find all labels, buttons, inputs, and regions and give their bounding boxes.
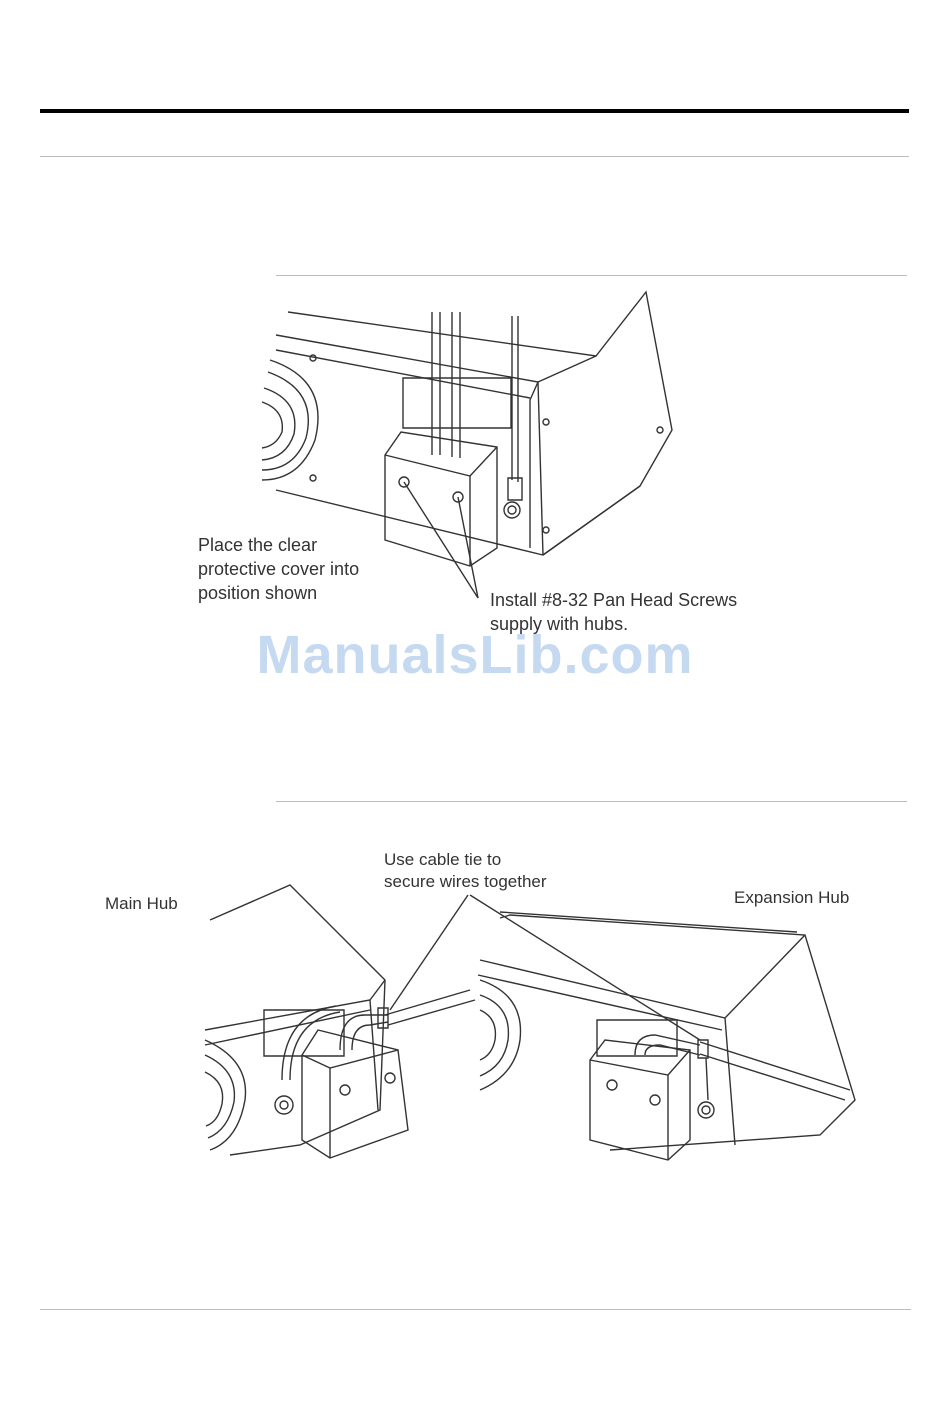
expansion-hub-label: Expansion Hub bbox=[734, 887, 849, 909]
footer-divider bbox=[40, 1309, 911, 1310]
cable-tie-label: Use cable tie to secure wires together bbox=[384, 849, 547, 893]
cable-tie-label-line-1: Use cable tie to bbox=[384, 849, 547, 871]
cable-tie-label-line-2: secure wires together bbox=[384, 871, 547, 893]
main-hub-label: Main Hub bbox=[105, 893, 178, 915]
